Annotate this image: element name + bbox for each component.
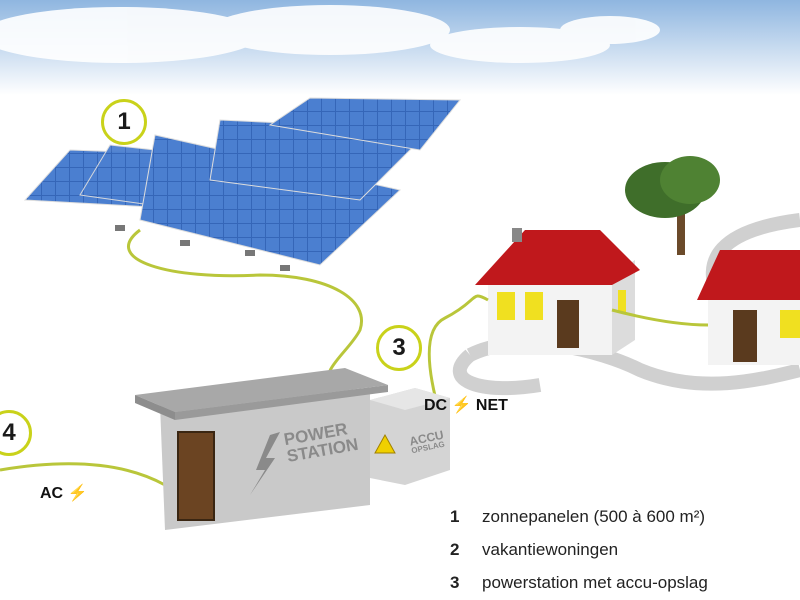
legend-item: 2 vakantiewoningen — [450, 533, 708, 566]
tree — [625, 156, 720, 255]
house-1 — [475, 228, 640, 355]
ac-label: AC ⚡ — [40, 485, 88, 502]
power-station — [135, 368, 388, 530]
solar-panels — [23, 97, 462, 266]
legend-item: 3 powerstation met accu-opslag — [450, 566, 708, 599]
panel-stands — [115, 225, 290, 271]
legend-text: zonnepanelen (500 à 600 m²) — [482, 506, 706, 526]
legend-text: vakantiewoningen — [482, 539, 619, 559]
marker-1: 1 — [101, 99, 147, 145]
legend-number: 2 — [450, 539, 460, 559]
legend-text: powerstation met accu-opslag — [482, 572, 708, 592]
cables — [0, 228, 709, 487]
legend-number: 3 — [450, 572, 460, 592]
legend: 1 zonnepanelen (500 à 600 m²) 2 vakantie… — [450, 500, 708, 599]
dc-net-label: DC ⚡ NET — [424, 397, 508, 414]
house-2 — [697, 250, 800, 365]
marker-3: 3 — [376, 325, 422, 371]
clouds — [0, 5, 660, 63]
accu-box — [370, 388, 450, 485]
legend-number: 1 — [450, 506, 460, 526]
legend-item: 1 zonnepanelen (500 à 600 m²) — [450, 500, 708, 533]
warning-icon — [374, 433, 396, 454]
